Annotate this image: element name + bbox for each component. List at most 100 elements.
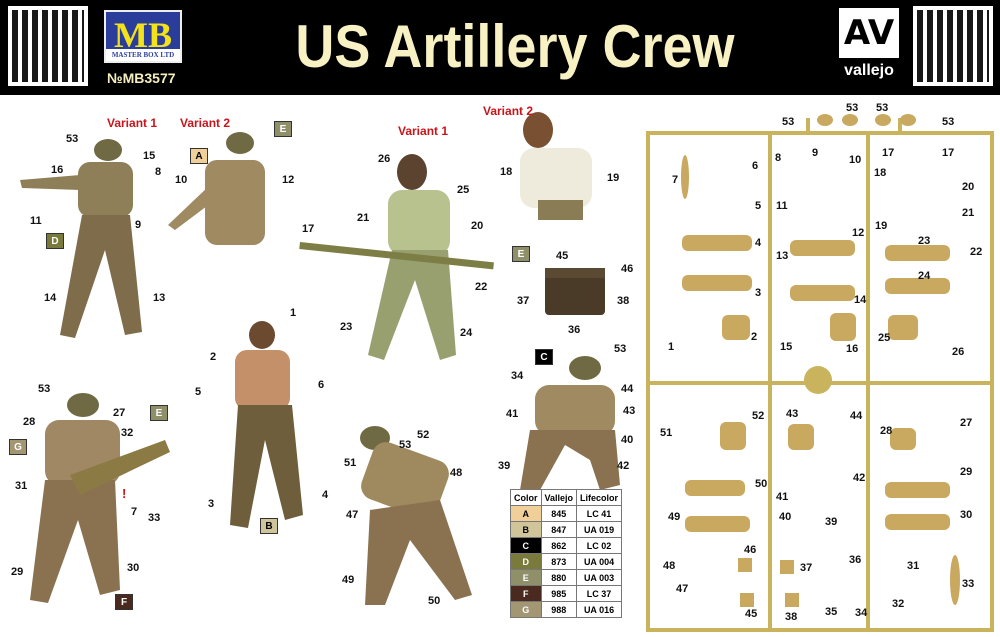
part-label: 21 bbox=[357, 212, 370, 224]
part-label: 20 bbox=[471, 220, 484, 232]
sprue-label: 25 bbox=[878, 332, 891, 344]
color-badge: C bbox=[535, 349, 553, 365]
color-badge: E bbox=[274, 121, 292, 137]
table-cell: 985 bbox=[540, 585, 578, 602]
sprue-label: 22 bbox=[970, 246, 983, 258]
variant-label: Variant 2 bbox=[483, 104, 534, 118]
part-label: 37 bbox=[517, 295, 530, 307]
table-cell: 880 bbox=[540, 569, 578, 586]
color-badge: E bbox=[512, 246, 530, 262]
color-swatch: B bbox=[510, 521, 542, 538]
sprue-label: 14 bbox=[854, 294, 867, 306]
sprue-label: 5 bbox=[755, 200, 762, 212]
color-badge: A bbox=[190, 148, 208, 164]
sprue-label: 37 bbox=[800, 562, 813, 574]
sprue-label: 17 bbox=[942, 147, 955, 159]
table-cell: 845 bbox=[540, 505, 578, 522]
sprue-label: 34 bbox=[855, 607, 868, 619]
variant-label: Variant 1 bbox=[398, 124, 449, 138]
sprue-label: 4 bbox=[755, 237, 762, 249]
sprue-label: 6 bbox=[752, 160, 759, 172]
part-label: 53 bbox=[66, 133, 79, 145]
col-header: Lifecolor bbox=[576, 489, 623, 506]
sprue-label: 51 bbox=[660, 427, 673, 439]
sprue-label: 53 bbox=[782, 116, 795, 128]
figure-illustrations bbox=[20, 112, 620, 605]
kit-number: №MB3577 bbox=[107, 70, 176, 86]
part-label: 24 bbox=[460, 327, 473, 339]
part-label: 48 bbox=[450, 467, 463, 479]
sprue-label: 12 bbox=[852, 227, 865, 239]
part-label: 26 bbox=[378, 153, 391, 165]
sprue-label: 42 bbox=[853, 472, 866, 484]
part-label: 14 bbox=[44, 292, 57, 304]
part-label: 2 bbox=[210, 351, 217, 363]
sprue-label: 16 bbox=[846, 343, 859, 355]
logo-mark: MB bbox=[114, 15, 172, 55]
part-label: 40 bbox=[621, 434, 634, 446]
sprue-label: 7 bbox=[672, 174, 679, 186]
sprue-label: 32 bbox=[892, 598, 905, 610]
color-badge: G bbox=[9, 439, 27, 455]
sprue-label: 36 bbox=[849, 554, 862, 566]
sprue-label: 40 bbox=[779, 511, 792, 523]
sprue-label: 27 bbox=[960, 417, 973, 429]
part-label: 9 bbox=[135, 219, 142, 231]
sprue-label: 18 bbox=[874, 167, 887, 179]
sprue-label: 20 bbox=[962, 181, 975, 193]
part-label: 16 bbox=[51, 164, 64, 176]
variant-label: Variant 2 bbox=[180, 116, 231, 130]
sprue-label: 26 bbox=[952, 346, 965, 358]
sprue-label: 48 bbox=[663, 560, 676, 572]
figure-5 bbox=[230, 321, 303, 528]
sprue-label: 8 bbox=[775, 152, 782, 164]
figure-6 bbox=[30, 393, 170, 603]
col-header: Color bbox=[510, 489, 542, 506]
figure-4 bbox=[520, 112, 592, 220]
figure-2 bbox=[168, 132, 265, 245]
sprue-label: 53 bbox=[876, 102, 889, 114]
table-cell: LC 37 bbox=[576, 585, 623, 602]
table-cell: 873 bbox=[540, 553, 578, 570]
sprue-label: 44 bbox=[850, 410, 863, 422]
ammo-crate bbox=[545, 268, 605, 315]
figure-7 bbox=[360, 426, 472, 605]
part-label: 5 bbox=[195, 386, 202, 398]
part-label: 32 bbox=[121, 427, 134, 439]
color-badge: D bbox=[46, 233, 64, 249]
sprue-label: 24 bbox=[918, 270, 931, 282]
part-label: 43 bbox=[623, 405, 636, 417]
qr-code-left bbox=[8, 6, 88, 86]
part-label: 49 bbox=[342, 574, 355, 586]
page-title: US Artillery Crew bbox=[295, 13, 735, 80]
color-swatch: D bbox=[510, 553, 542, 570]
part-label: 46 bbox=[621, 263, 634, 275]
part-label: 1 bbox=[290, 307, 297, 319]
figure-1 bbox=[20, 139, 142, 338]
sprue-label: 3 bbox=[755, 287, 762, 299]
part-label: 29 bbox=[11, 566, 24, 578]
sprue-label: 46 bbox=[744, 544, 757, 556]
sprue-label: 43 bbox=[786, 408, 799, 420]
part-label: 8 bbox=[155, 166, 162, 178]
color-swatch: F bbox=[510, 585, 542, 602]
part-label: 53 bbox=[38, 383, 51, 395]
color-swatch: A bbox=[510, 505, 542, 522]
part-label: 50 bbox=[428, 595, 441, 607]
sprue-label: 33 bbox=[962, 578, 975, 590]
sprue-label: 21 bbox=[962, 207, 975, 219]
sprue-label: 17 bbox=[882, 147, 895, 159]
color-swatch: E bbox=[510, 569, 542, 586]
sprue-label: 10 bbox=[849, 154, 862, 166]
sprue-label: 39 bbox=[825, 516, 838, 528]
color-badge: E bbox=[150, 405, 168, 421]
table-cell: LC 41 bbox=[576, 505, 623, 522]
sprue-label: 30 bbox=[960, 509, 973, 521]
part-label: 22 bbox=[475, 281, 488, 293]
sprue-label: 52 bbox=[752, 410, 765, 422]
part-label: 28 bbox=[23, 416, 36, 428]
part-label: 6 bbox=[318, 379, 325, 391]
